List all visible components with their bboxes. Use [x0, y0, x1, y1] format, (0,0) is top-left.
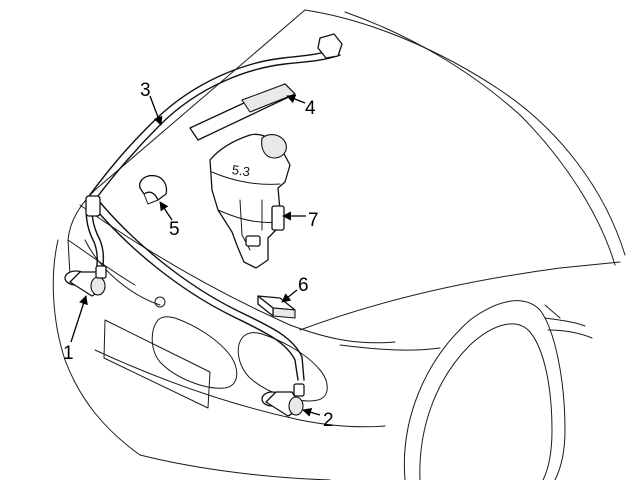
vehicle-body [52, 9, 626, 480]
grille-left [151, 316, 238, 389]
wheel-arch [403, 300, 566, 480]
washer-hose [85, 33, 343, 381]
grille-right [237, 332, 328, 402]
leader-lines [70, 94, 321, 417]
leader-6 [281, 289, 298, 303]
part-2-nozzle [261, 383, 305, 417]
reservoir-pump [271, 205, 285, 231]
leader-2 [302, 407, 321, 417]
callout-2: 2 [323, 410, 334, 431]
emblem [154, 296, 166, 308]
washer-reservoir: 5.3 [209, 133, 291, 269]
part-6-block [257, 295, 296, 319]
part-5-clip [139, 174, 168, 205]
callout-7: 7 [308, 210, 319, 231]
callout-6: 6 [298, 275, 309, 296]
part-1-nozzle [64, 265, 107, 297]
leader-1 [70, 295, 88, 343]
leader-4 [286, 94, 306, 104]
leader-3 [149, 95, 163, 126]
callout-5: 5 [169, 219, 180, 240]
callout-3: 3 [140, 80, 151, 101]
hose-connector-top [317, 33, 343, 59]
callout-4: 4 [305, 98, 316, 119]
callout-1: 1 [63, 343, 74, 364]
part-4-cover [189, 83, 296, 141]
leader-5 [159, 201, 173, 221]
hose-connector-left [85, 195, 101, 217]
callout-labels: 3 4 5 7 6 1 2 [63, 80, 334, 431]
reservoir-marking: 5.3 [231, 162, 251, 179]
